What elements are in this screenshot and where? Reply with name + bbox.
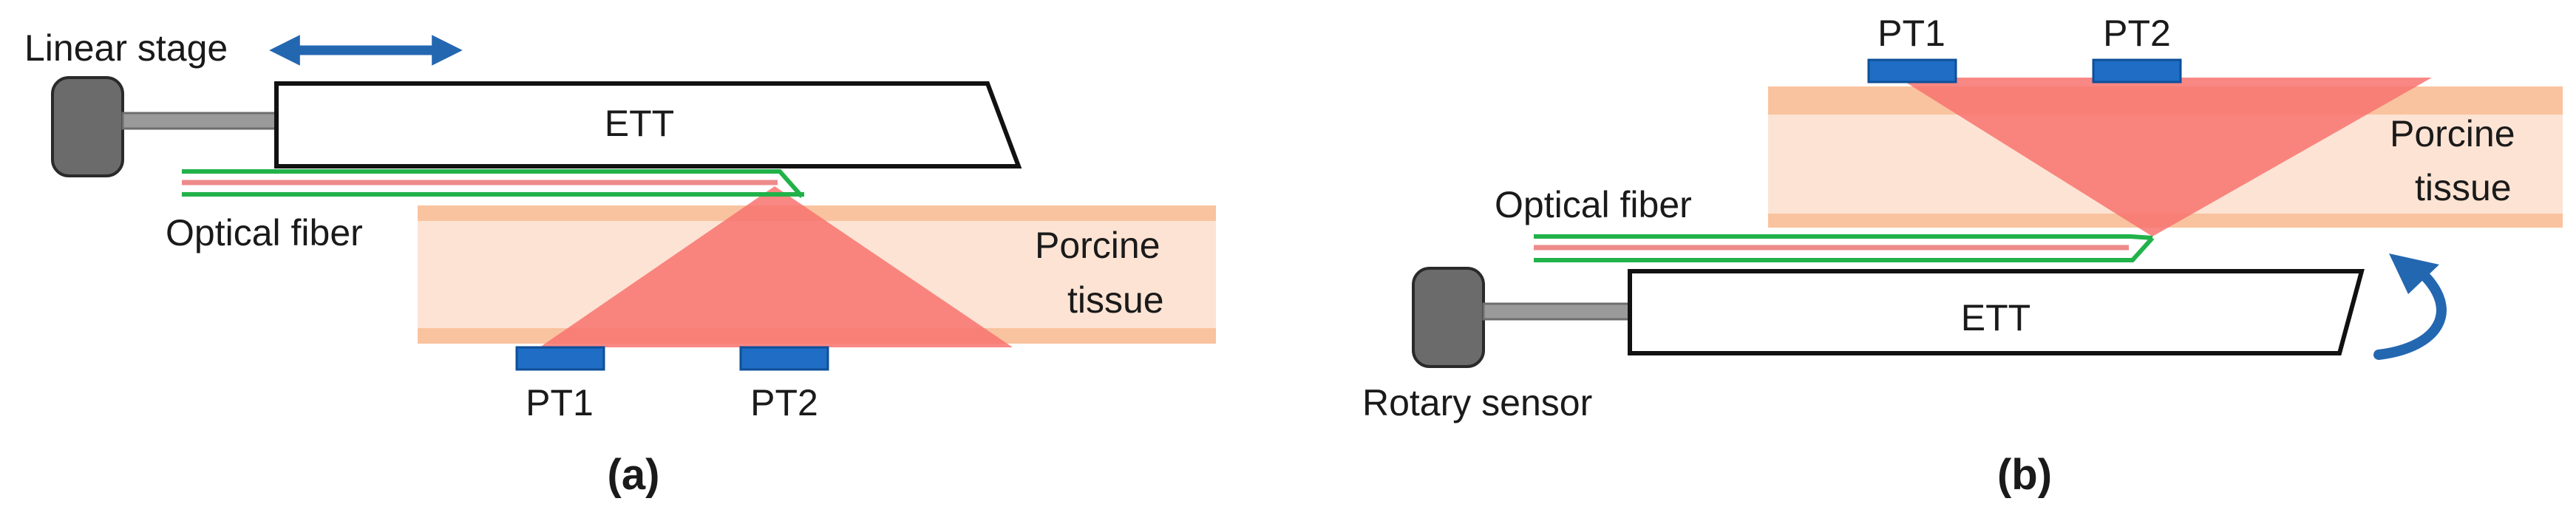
light-cone-a [540, 186, 1013, 347]
pt2-label-b: PT2 [2103, 13, 2171, 54]
rotation-arrowhead [2389, 253, 2439, 294]
optical-fiber-a [182, 169, 804, 198]
linear-stage-label: Linear stage [24, 27, 228, 69]
stage-rod-a [121, 112, 278, 130]
photodetector-pt1-a [515, 346, 605, 371]
ett-tube-a [274, 81, 1022, 168]
linear-stage-block [51, 76, 124, 177]
optical-fiber-label-b: Optical fiber [1495, 184, 1692, 225]
porcine-label-a: Porcine [1035, 225, 1160, 266]
pt1-label-b: PT1 [1877, 13, 1945, 54]
caption-a: (a) [608, 451, 660, 499]
photodetector-pt2-a [739, 346, 829, 371]
pt1-label-a: PT1 [526, 382, 594, 423]
rotary-sensor-block [1412, 267, 1485, 368]
tissue-label-a: tissue [1067, 279, 1164, 321]
rotation-arrow [2373, 267, 2447, 360]
optical-fiber-label-a: Optical fiber [166, 212, 363, 253]
caption-b: (b) [1997, 451, 2052, 499]
photodetector-pt1-b [1867, 58, 1957, 84]
photodetector-pt2-b [2092, 58, 2182, 84]
panel-a: ETT Linear stage Optical fiber Porcine t… [24, 27, 1216, 499]
ett-label-b: ETT [1961, 297, 2030, 338]
ett-tube-b [1628, 269, 2365, 355]
ett-label-a: ETT [605, 103, 674, 144]
tissue-label-b: tissue [2415, 167, 2512, 208]
light-cone-b [1898, 78, 2432, 236]
panel-b: ETT PT1 PT2 Porcine tissue Optical fiber… [1362, 13, 2563, 499]
porcine-label-b: Porcine [2390, 113, 2515, 154]
pt2-label-a: PT2 [750, 382, 818, 423]
optical-fiber-b [1534, 234, 2155, 262]
stage-rod-b [1482, 302, 1631, 321]
rotary-sensor-label: Rotary sensor [1362, 382, 1592, 423]
